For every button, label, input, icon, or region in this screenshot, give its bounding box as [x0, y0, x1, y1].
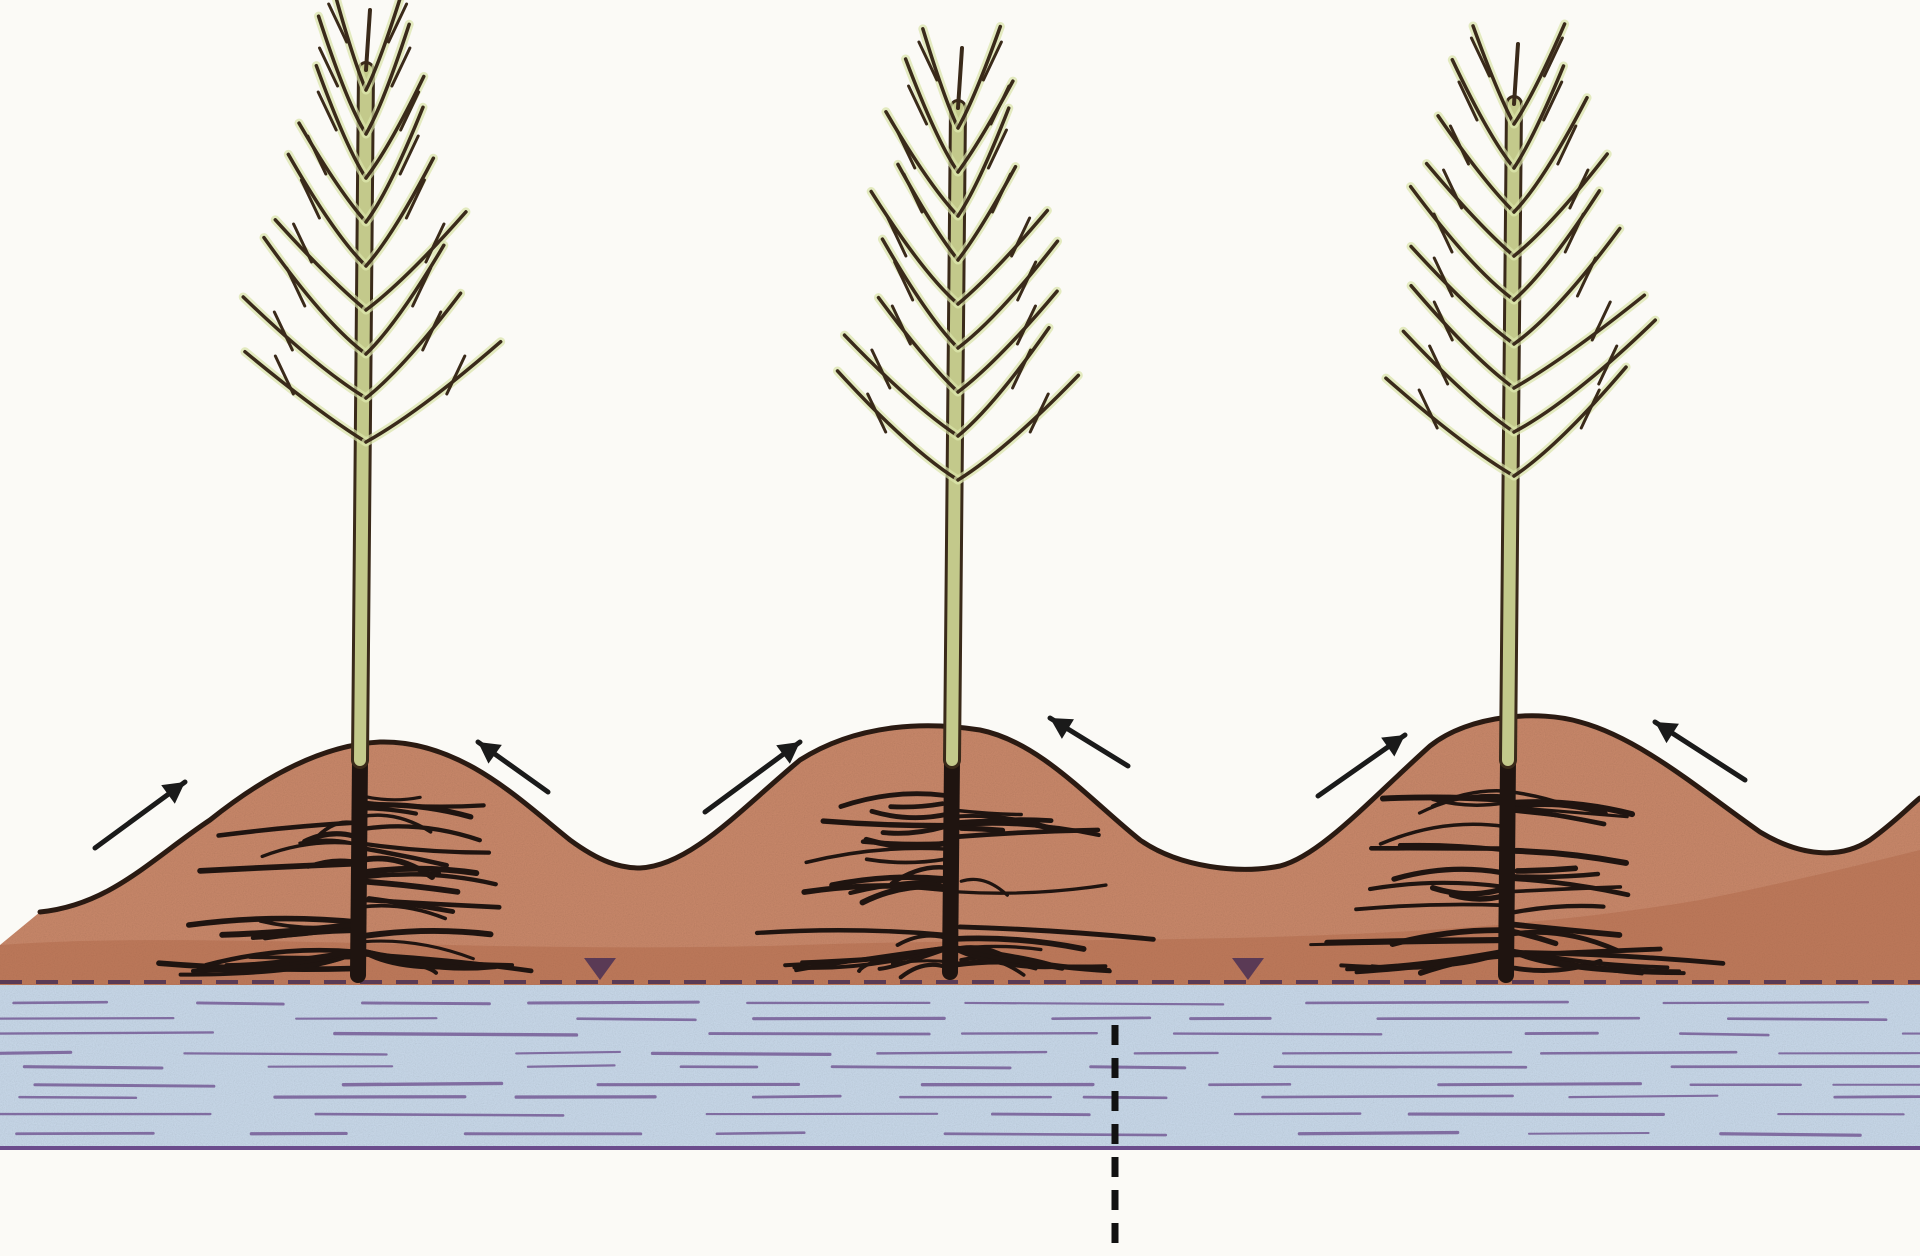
groundwater-stratum-line	[1306, 1002, 1567, 1003]
tree-leader	[958, 48, 962, 108]
groundwater-stratum-line	[316, 1114, 563, 1115]
groundwater-stratum-line	[0, 1018, 173, 1019]
groundwater-stratum-line	[652, 1053, 829, 1054]
groundwater-stratum-line	[528, 1065, 615, 1066]
groundwater-stratum-line	[14, 1002, 107, 1003]
groundwater-stratum-line	[877, 1052, 1046, 1053]
groundwater-stratum-line	[1680, 1034, 1768, 1035]
groundwater-stratum-line	[529, 1002, 699, 1003]
root-line	[961, 828, 1002, 830]
groundwater-stratum-line	[832, 1067, 1010, 1068]
groundwater-stratum-line	[335, 1034, 577, 1035]
groundwater-stratum-line	[0, 1052, 71, 1053]
twig	[993, 174, 1011, 212]
tree-buried-trunk	[358, 760, 360, 975]
groundwater-stratum-line	[992, 1114, 1089, 1115]
tree-buried-trunk	[950, 760, 952, 972]
groundwater-stratum-line	[1174, 1034, 1381, 1035]
root-line	[1327, 940, 1501, 943]
tree-leader	[366, 10, 370, 70]
groundwater-stratum-line	[1084, 1097, 1166, 1098]
groundwater-stratum-line	[1283, 1052, 1511, 1053]
arrow-head	[478, 742, 502, 764]
tree-buried-trunk	[1506, 760, 1508, 975]
root-line	[1383, 797, 1504, 799]
groundwater-stratum-line	[198, 1003, 284, 1004]
groundwater-stratum-line	[578, 1019, 696, 1020]
groundwater-stratum-line	[1439, 1084, 1641, 1085]
groundwater-stratum-line	[1263, 1096, 1513, 1097]
groundwater-stratum-line	[753, 1096, 840, 1097]
arrow-icon	[1050, 718, 1128, 766]
groundwater-layer	[0, 980, 1920, 1148]
groundwater-stratum-line	[1728, 1019, 1886, 1020]
tree-leader	[1514, 44, 1518, 104]
root-line	[863, 842, 944, 844]
groundwater-stratum-line	[1091, 1067, 1185, 1068]
groundwater-stratum-line	[363, 1003, 490, 1004]
groundwater-stratum-line	[1664, 1002, 1868, 1003]
groundwater-stratum-line	[1529, 1133, 1649, 1134]
groundwater-stratum-line	[1053, 1018, 1150, 1019]
groundwater-stratum-line	[1835, 1096, 1920, 1097]
arrow-icon	[95, 782, 185, 848]
groundwater-stratum-line	[1721, 1134, 1860, 1135]
groundwater-stratum-line	[1299, 1133, 1457, 1134]
groundwater-stratum-line	[945, 1134, 1166, 1135]
arrow-head	[161, 782, 185, 804]
twig	[1570, 170, 1588, 208]
groundwater-stratum-line	[24, 1067, 162, 1068]
groundwater-stratum-line	[1378, 1018, 1639, 1019]
groundwater-fill	[0, 980, 1920, 1148]
groundwater-stratum-line	[1569, 1096, 1717, 1097]
groundwater-stratum-line	[35, 1085, 214, 1086]
groundwater-stratum-line	[717, 1133, 804, 1134]
root-line	[1517, 868, 1575, 871]
arrow-head	[1381, 735, 1405, 757]
groundwater-stratum-line	[184, 1053, 386, 1054]
tree-branches	[1386, 24, 1655, 476]
groundwater-stratum-line	[516, 1052, 620, 1053]
branch-tint	[958, 375, 1078, 480]
groundwater-stratum-line	[343, 1083, 501, 1084]
groundwater-stratum-line	[1541, 1052, 1736, 1053]
groundwater-stratum-line	[1275, 1067, 1526, 1068]
groundwater-stratum-line	[0, 1032, 213, 1033]
groundwater-stratum-line	[965, 1003, 1223, 1004]
groundwater-stratum-line	[19, 1097, 136, 1098]
